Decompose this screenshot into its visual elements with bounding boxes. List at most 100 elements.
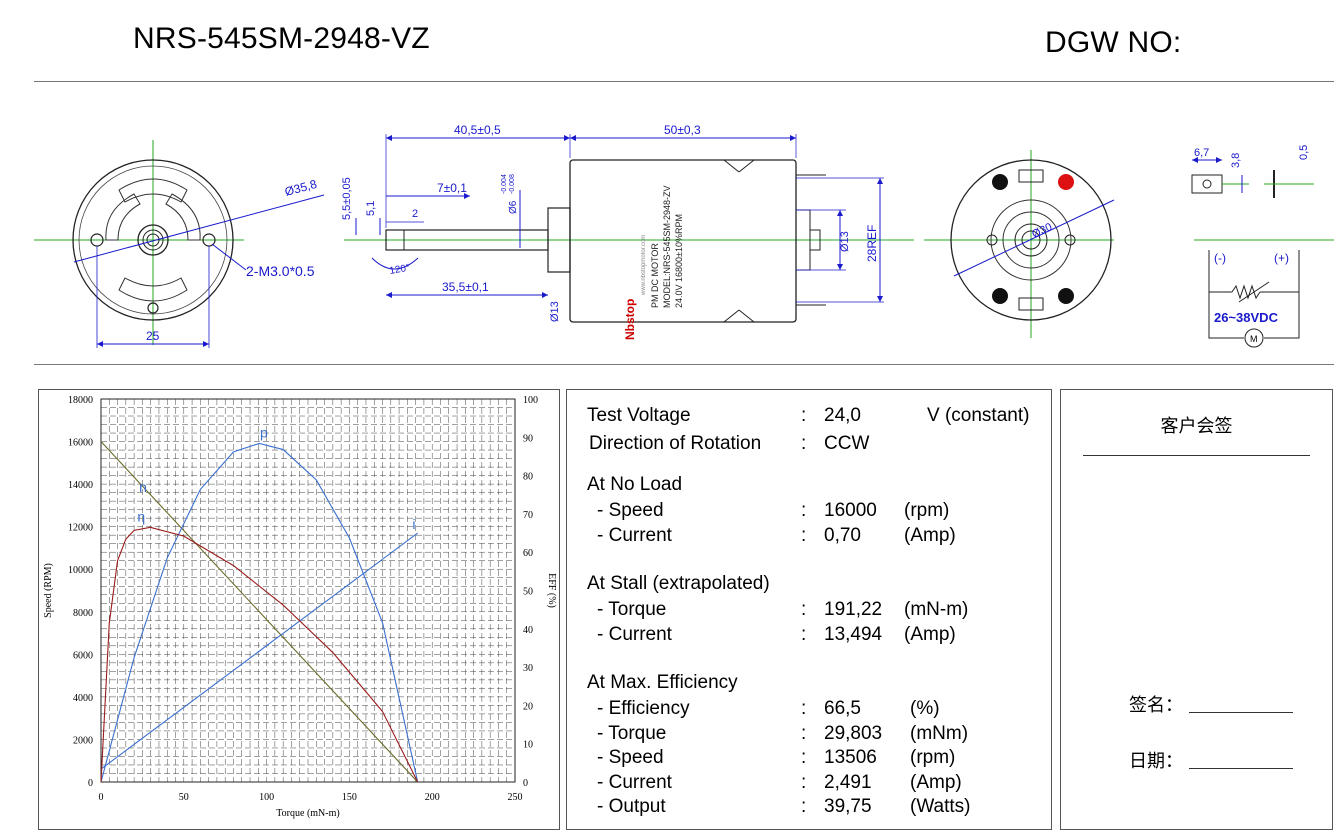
y2-tick-label: 20	[523, 701, 533, 712]
rotation-label: Direction of Rotation	[589, 433, 762, 454]
label-line-3: 24.0V 16800±10%RPM	[674, 214, 684, 308]
colon: :	[801, 525, 807, 546]
dim-shaft-dia: Ø6	[508, 200, 519, 214]
terminal-detail: 6,7 3,8 0,5	[1191, 145, 1314, 198]
colon: :	[801, 698, 807, 719]
x-tick-label: 50	[179, 792, 189, 803]
polarity-positive: (+)	[1274, 251, 1289, 265]
y-axis-label: Speed (RPM)	[43, 563, 54, 618]
customer-signoff-panel: 客户会签 签名： 日期：	[1060, 389, 1333, 830]
y2-tick-label: 90	[523, 433, 533, 444]
spec-row-unit: (Watts)	[910, 796, 971, 818]
dgw-number-label: DGW NO:	[1045, 26, 1182, 59]
y-tick-label: 16000	[68, 438, 93, 449]
rear-red-dot-top-right	[1058, 174, 1074, 190]
y2-tick-label: 100	[523, 395, 538, 406]
series-p-line	[100, 442, 419, 783]
spec-row-label: - Torque	[597, 722, 667, 744]
colon: :	[801, 747, 807, 769]
colon: :	[801, 405, 807, 426]
spec-row-label: - Speed	[597, 500, 664, 521]
svg-text:Nbstop: Nbstop	[623, 299, 637, 340]
dim-2: 2	[412, 208, 418, 220]
colon: :	[801, 796, 807, 818]
header-rule	[34, 81, 1334, 82]
series-n-label: n	[139, 479, 147, 495]
y-tick-label: 8000	[73, 608, 93, 619]
rear-view: Ø30	[924, 150, 1115, 338]
test-voltage-label: Test Voltage	[587, 405, 691, 426]
spec-panel: Test Voltage : 24,0 V (constant) Directi…	[566, 389, 1052, 830]
series-i-label: i	[412, 516, 415, 532]
brand-logo: Nbstop	[623, 299, 637, 340]
spec-row-unit: (rpm)	[904, 500, 950, 521]
spec-row-unit: (Amp)	[904, 525, 956, 546]
y2-tick-label: 70	[523, 510, 533, 521]
date-line[interactable]	[1189, 768, 1293, 769]
spec-row-label: - Speed	[597, 747, 664, 769]
motor-symbol: M	[1250, 334, 1258, 344]
dim-shaft-tol-bot: -0.008	[509, 174, 516, 194]
colon: :	[801, 500, 807, 521]
rear-black-dot-bottom-left	[992, 288, 1008, 304]
label-line-1: PM DC MOTOR	[650, 243, 660, 308]
dim-shaft-tol-top: -0.004	[501, 174, 508, 194]
series-p-label: p	[260, 424, 268, 440]
plot-frame	[100, 398, 516, 783]
dim-28ref: 28REF	[865, 225, 879, 262]
x-tick-label: 150	[342, 792, 357, 803]
signature-label: 签名：	[1129, 695, 1183, 715]
rear-black-dot-top-left	[992, 174, 1008, 190]
dim-35: 35,5±0,1	[442, 280, 489, 294]
no-load-heading: At No Load	[587, 474, 683, 495]
series-eta-label: η	[137, 509, 145, 525]
spec-row-label: - Current	[597, 624, 672, 645]
y-tick-label: 10000	[68, 565, 93, 576]
spec-row-label: - Efficiency	[597, 698, 690, 719]
dim-body-length: 50±0,3	[664, 123, 701, 137]
model-title: NRS-545SM-2948-VZ	[133, 22, 430, 55]
y2-tick-label: 40	[523, 625, 533, 636]
dim-shaft-offset: 5,5±0,05	[341, 177, 353, 220]
spec-row-label: - Torque	[597, 599, 667, 620]
spec-row-value: 66,5	[824, 698, 861, 719]
test-voltage-unit: V (constant)	[927, 405, 1030, 426]
dim-rear-boss: Ø13	[839, 231, 851, 252]
label-website: www.nbstopmotor.com	[641, 235, 647, 296]
y-tick-label: 4000	[73, 693, 93, 704]
series-n-line	[100, 441, 419, 783]
label-line-2: MODEL:NRS-545SM-2948-ZV	[662, 185, 672, 308]
side-view: Nbstop www.nbstopmotor.com PM DC MOTOR M…	[341, 123, 914, 340]
dim-shaft-length: 40,5±0,5	[454, 123, 501, 137]
spec-row-label: - Current	[597, 525, 672, 546]
dim-7: 7±0,1	[437, 181, 467, 195]
spec-row-unit: (mN-m)	[904, 599, 969, 620]
signature-line[interactable]	[1189, 712, 1293, 713]
series-eta-line	[100, 526, 419, 783]
x-tick-label: 100	[259, 792, 274, 803]
spec-row-value: 29,803	[824, 722, 883, 744]
x-tick-label: 250	[508, 792, 523, 803]
signoff-divider	[1083, 455, 1310, 456]
colon: :	[801, 599, 807, 620]
colon: :	[801, 624, 807, 645]
max-eff-heading: At Max. Efficiency	[587, 672, 738, 693]
colon: :	[801, 722, 807, 744]
x-axis-label: Torque (mN-m)	[276, 808, 339, 819]
series-i-line	[100, 532, 418, 770]
y2-tick-label: 60	[523, 548, 533, 559]
spec-row-label: - Output	[597, 796, 666, 818]
y2-tick-label: 0	[523, 778, 528, 789]
dim-boss: Ø13	[549, 301, 561, 322]
colon: :	[801, 433, 807, 454]
y2-axis-label: EFF (%)	[546, 573, 557, 608]
mount-thread-label: 2-M3.0*0.5	[246, 263, 315, 279]
colon: :	[801, 771, 807, 793]
terminal-thickness: 0,5	[1298, 145, 1310, 160]
y-tick-label: 18000	[68, 395, 93, 406]
front-view: Ø35,8 2-M3.0*0.5 25	[34, 140, 325, 348]
x-tick-label: 200	[425, 792, 440, 803]
spec-row-value: 39,75	[824, 796, 872, 818]
